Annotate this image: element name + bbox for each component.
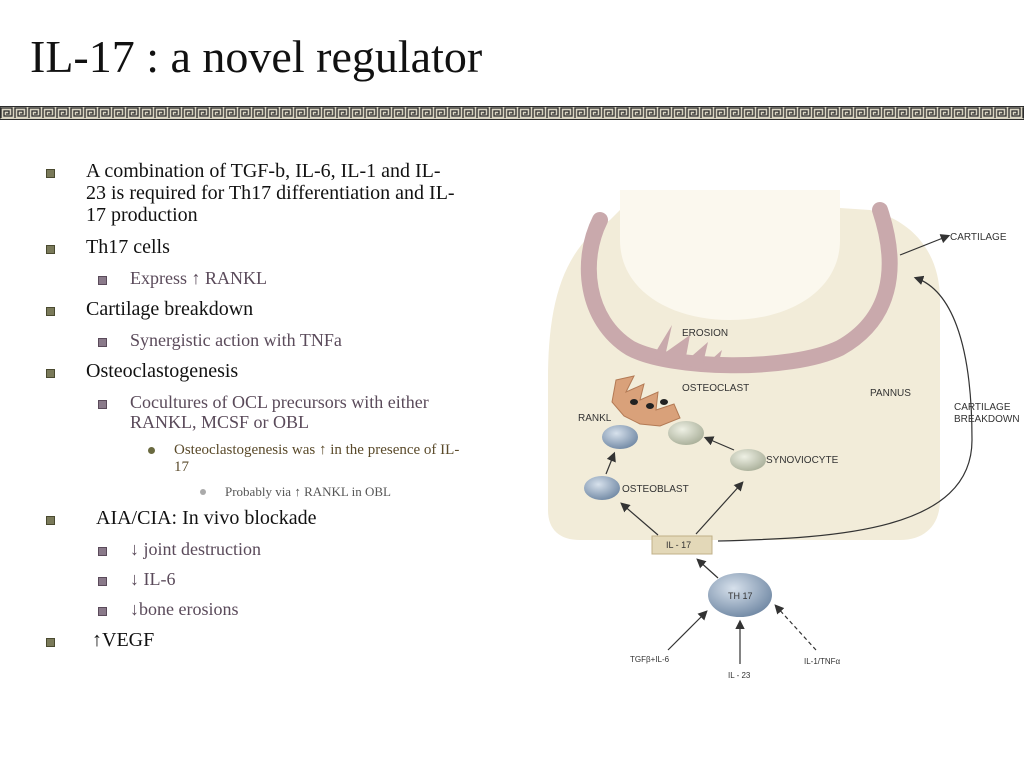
th17-cell bbox=[708, 573, 772, 617]
bullet-marker bbox=[98, 400, 107, 409]
bullet-text: ↓bone erosions bbox=[130, 599, 239, 619]
bullet-item: Th17 cells bbox=[40, 236, 460, 258]
bullet-text: ↓ joint destruction bbox=[130, 539, 261, 559]
bullet-marker bbox=[98, 338, 107, 347]
bullet-marker bbox=[46, 369, 55, 378]
bullet-text: Cartilage breakdown bbox=[86, 298, 254, 320]
arrow-synoviocyte-precursor bbox=[703, 436, 735, 451]
arrow-tgf-th17 bbox=[667, 610, 708, 651]
bullet-marker bbox=[148, 447, 155, 454]
arrow-il17-osteoblast bbox=[620, 502, 659, 536]
bullet-text: Express ↑ RANKL bbox=[130, 268, 267, 288]
bullet-text: Synergistic action with TNFa bbox=[130, 330, 342, 350]
osteoclast-nucleus bbox=[660, 399, 668, 405]
label-erosion: EROSION bbox=[682, 328, 728, 339]
synoviocyte-cell bbox=[730, 449, 766, 471]
osteoclast-cell bbox=[611, 375, 681, 427]
label-cartilage-breakdown-2: BREAKDOWN bbox=[954, 414, 1020, 425]
bullet-text: Cocultures of OCL precursors with either… bbox=[130, 392, 429, 432]
label-cartilage-breakdown-1: CARTILAGE bbox=[954, 402, 1011, 413]
bullet-text: Th17 cells bbox=[86, 236, 170, 258]
bullet-marker bbox=[98, 276, 107, 285]
bullet-item: Osteoclastogenesis bbox=[40, 360, 460, 382]
level4-bullet-item: Probably via ↑ RANKL in OBL bbox=[40, 484, 460, 499]
bullet-item: A combination of TGF-b, IL-6, IL-1 and I… bbox=[40, 160, 460, 226]
bullet-item: AIA/CIA: In vivo blockade bbox=[40, 507, 460, 529]
arrow-il1-th17 bbox=[774, 604, 817, 651]
arrow-breakdown bbox=[717, 275, 973, 542]
bullet-text: ↓ IL-6 bbox=[130, 569, 176, 589]
sub-bullet-item: ↓ joint destruction bbox=[40, 539, 460, 559]
label-il17: IL - 17 bbox=[666, 540, 691, 550]
label-osteoclast: OSTEOCLAST bbox=[682, 383, 749, 394]
label-osteoblast: OSTEOBLAST bbox=[622, 484, 689, 495]
bullet-marker bbox=[46, 245, 55, 254]
label-cartilage: CARTILAGE bbox=[950, 232, 1007, 243]
bullet-marker bbox=[98, 547, 107, 556]
osteoclast-nucleus bbox=[646, 403, 654, 409]
bullet-marker bbox=[200, 489, 206, 495]
bullet-item: ↑VEGF bbox=[40, 629, 460, 651]
il17-joint-diagram: CARTILAGE EROSION OSTEOCLAST PANNUS CART… bbox=[548, 190, 1020, 680]
bullet-text: A combination of TGF-b, IL-6, IL-1 and I… bbox=[86, 160, 455, 226]
arrow-th17-il17 bbox=[696, 558, 719, 579]
bullet-marker bbox=[98, 577, 107, 586]
bullet-marker bbox=[98, 607, 107, 616]
bullet-marker bbox=[46, 516, 55, 525]
bullet-item: Cartilage breakdown bbox=[40, 298, 460, 320]
il17-box bbox=[651, 535, 713, 555]
label-th17: TH 17 bbox=[728, 591, 753, 601]
label-synoviocyte: SYNOVIOCYTE bbox=[766, 455, 839, 466]
sub-bullet-item: ↓bone erosions bbox=[40, 599, 460, 619]
label-il23: IL - 23 bbox=[728, 671, 751, 680]
greek-key-divider bbox=[0, 106, 1024, 120]
sub-bullet-item: Cocultures of OCL precursors with either… bbox=[40, 392, 460, 432]
rankl-cell bbox=[602, 425, 638, 449]
arrow-osteoblast-rankl bbox=[605, 451, 616, 475]
bullet-text: Osteoclastogenesis was ↑ in the presence… bbox=[174, 442, 460, 475]
bullet-text: ↑VEGF bbox=[92, 629, 155, 651]
label-tgf-il6: TGFβ+IL-6 bbox=[630, 655, 670, 664]
label-il1-tnf: IL-1/TNFα bbox=[804, 657, 841, 666]
bullet-list: A combination of TGF-b, IL-6, IL-1 and I… bbox=[40, 160, 460, 661]
arrow-to-cartilage bbox=[899, 234, 951, 256]
sub-bullet-item: ↓ IL-6 bbox=[40, 569, 460, 589]
precursor-cell bbox=[668, 421, 704, 445]
label-pannus: PANNUS bbox=[870, 388, 911, 399]
sub-bullet-item: Synergistic action with TNFa bbox=[40, 330, 460, 350]
arrow-il17-synoviocyte bbox=[695, 481, 744, 535]
bullet-marker bbox=[46, 169, 55, 178]
label-rankl: RANKL bbox=[578, 413, 612, 424]
bullet-text: Osteoclastogenesis bbox=[86, 360, 239, 382]
sub-bullet-item: Express ↑ RANKL bbox=[40, 268, 460, 288]
bullet-text: Probably via ↑ RANKL in OBL bbox=[225, 484, 391, 499]
slide-title: IL-17 : a novel regulator bbox=[30, 31, 483, 82]
osteoblast-cell bbox=[584, 476, 620, 500]
sub-sub-bullet-item: Osteoclastogenesis was ↑ in the presence… bbox=[40, 442, 460, 476]
bullet-text: AIA/CIA: In vivo blockade bbox=[96, 507, 317, 529]
erosion-teeth bbox=[652, 325, 722, 372]
cartilage-band bbox=[580, 202, 898, 374]
bullet-marker bbox=[46, 638, 55, 647]
osteoclast-nucleus bbox=[630, 399, 638, 405]
bone-head bbox=[620, 190, 840, 320]
bullet-marker bbox=[46, 307, 55, 316]
